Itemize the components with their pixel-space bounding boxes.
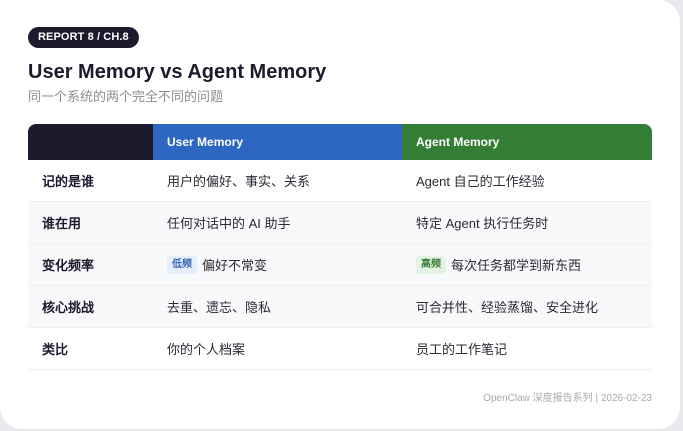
table-row-analogy: 类比 你的个人档案 员工的工作笔记 [28,328,652,370]
comparison-table: User Memory Agent Memory 记的是谁 用户的偏好、事实、关… [28,124,652,370]
page-subtitle: 同一个系统的两个完全不同的问题 [28,89,224,104]
agent-memory-cell: 员工的工作笔记 [416,342,508,357]
user-memory-cell-text: 偏好不常变 [202,258,268,273]
agent-memory-cell-text: 每次任务都学到新东西 [451,258,582,273]
user-memory-cell: 任何对话中的 AI 助手 [167,216,291,231]
table-row-who-remembered: 记的是谁 用户的偏好、事实、关系 Agent 自己的工作经验 [28,160,652,202]
row-label: 变化频率 [42,258,95,273]
agent-memory-cell: Agent 自己的工作经验 [416,174,545,189]
table-row-core-challenge: 核心挑战 去重、遗忘、隐私 可合并性、经验蒸馏、安全进化 [28,286,652,328]
agent-memory-cell: 高频 每次任务都学到新东西 [402,255,652,274]
high-frequency-tag: 高频 [416,255,446,274]
user-memory-cell: 低频 偏好不常变 [153,255,402,274]
report-badge: REPORT 8 / CH.8 [28,27,139,48]
row-label: 核心挑战 [42,300,95,315]
page-title: User Memory vs Agent Memory [28,61,327,83]
user-memory-cell: 用户的偏好、事实、关系 [167,174,311,189]
header-label-column [28,124,153,160]
table-row-who-uses: 谁在用 任何对话中的 AI 助手 特定 Agent 执行任务时 [28,202,652,244]
low-frequency-tag: 低频 [167,255,197,274]
user-memory-cell: 你的个人档案 [167,342,246,357]
agent-memory-cell: 特定 Agent 执行任务时 [416,216,549,231]
header-user-memory: User Memory [153,124,402,160]
table-header: User Memory Agent Memory [28,124,652,160]
row-label: 记的是谁 [42,174,95,189]
user-memory-cell: 去重、遗忘、隐私 [167,300,272,315]
row-label: 类比 [42,342,69,357]
header-agent-memory: Agent Memory [402,124,652,160]
footer-credit: OpenClaw 深度报告系列 | 2026-02-23 [483,393,652,404]
row-label: 谁在用 [42,216,82,231]
table-row-change-frequency: 变化频率 低频 偏好不常变 高频 每次任务都学到新东西 [28,244,652,286]
agent-memory-cell: 可合并性、经验蒸馏、安全进化 [416,300,599,315]
